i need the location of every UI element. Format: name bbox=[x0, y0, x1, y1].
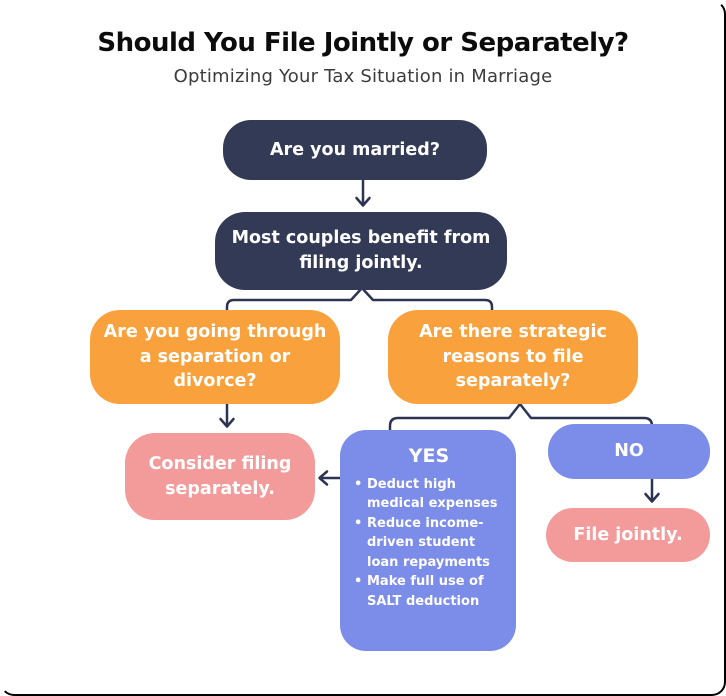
node-yes-reasons: YES Deduct high medical expenses Reduce … bbox=[340, 430, 516, 651]
list-item: Reduce income-driven student loan repaym… bbox=[354, 514, 504, 573]
node-are-you-married: Are you married? bbox=[223, 120, 487, 180]
node-most-couples-benefit: Most couples benefit from filing jointly… bbox=[215, 212, 507, 290]
node-label: NO bbox=[614, 441, 644, 462]
node-label: Consider filing separately. bbox=[148, 453, 292, 499]
node-file-jointly: File jointly. bbox=[546, 508, 710, 562]
yes-label: YES bbox=[408, 445, 450, 467]
node-label: Most couples benefit from filing jointly… bbox=[231, 228, 491, 273]
list-item: Deduct high medical expenses bbox=[354, 475, 504, 514]
node-label: Are you going through a separation or di… bbox=[103, 321, 327, 392]
yes-bullet-list: Deduct high medical expenses Reduce inco… bbox=[354, 475, 504, 612]
node-label: Are you married? bbox=[270, 139, 440, 160]
edge-strategic-branch-bracket bbox=[388, 402, 654, 436]
arrowhead-left-icon bbox=[318, 470, 329, 486]
page-title: Should You File Jointly or Separately? bbox=[97, 28, 629, 58]
node-strategic-question: Are there strategic reasons to file sepa… bbox=[388, 310, 638, 404]
node-separation-question: Are you going through a separation or di… bbox=[90, 310, 340, 404]
header: Should You File Jointly or Separately? O… bbox=[0, 28, 726, 87]
node-label: Are there strategic reasons to file sepa… bbox=[419, 321, 607, 392]
arrowhead-down-icon bbox=[355, 196, 371, 207]
node-label: File jointly. bbox=[573, 524, 683, 545]
node-no: NO bbox=[548, 424, 710, 479]
arrowhead-down-icon bbox=[219, 417, 235, 428]
page-subtitle: Optimizing Your Tax Situation in Marriag… bbox=[173, 66, 553, 87]
list-item: Make full use of SALT deduction bbox=[354, 572, 504, 611]
node-consider-filing-separately: Consider filing separately. bbox=[125, 433, 315, 520]
arrowhead-down-icon bbox=[644, 492, 660, 503]
